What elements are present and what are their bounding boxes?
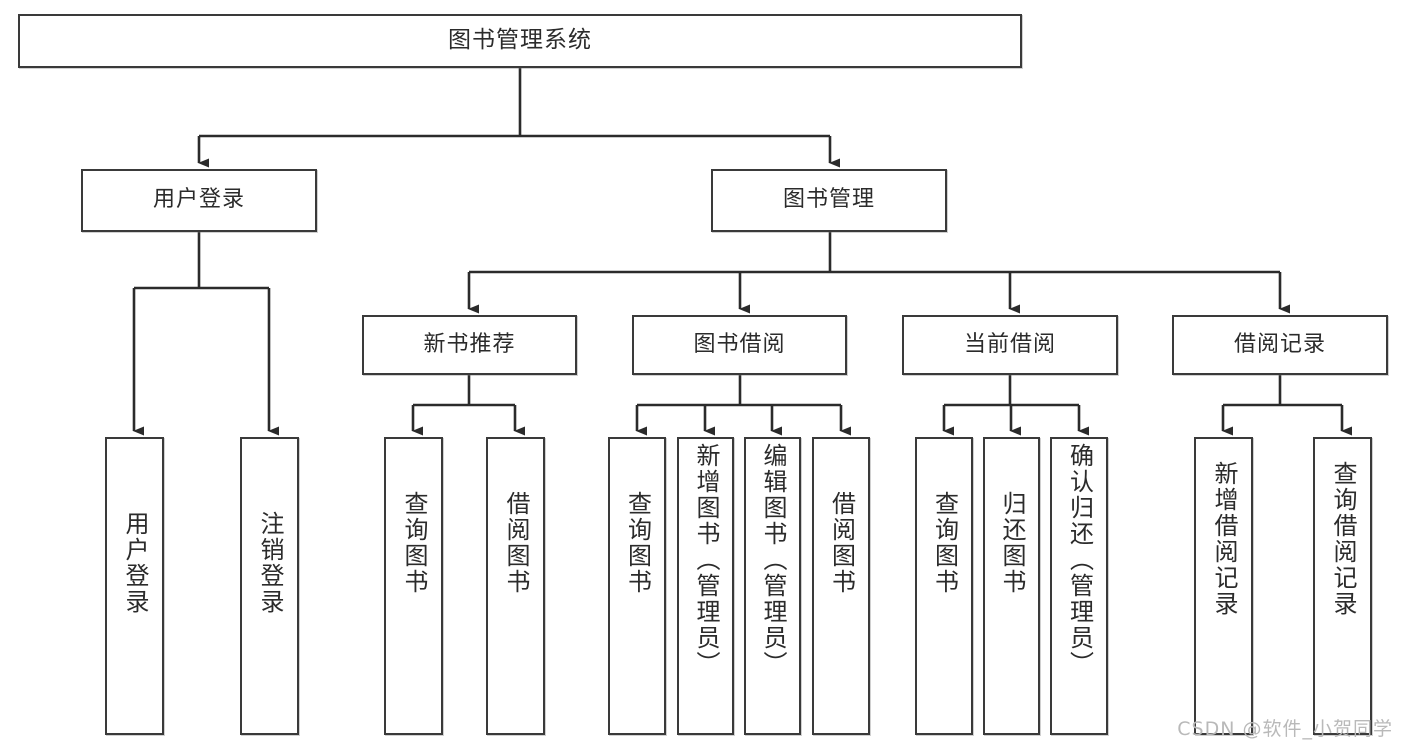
watermark-text: CSDN @软件_小贺同学 [1177, 718, 1393, 740]
leaf-edit-book-admin[interactable]: 编辑图书（管理员） [744, 437, 801, 735]
node-label: 查询图书 [930, 491, 959, 595]
leaf-query-book-cb[interactable]: 查询图书 [915, 437, 973, 735]
node-label: 查询图书 [623, 491, 652, 595]
node-label: 图书管理 [782, 187, 875, 213]
node-label: 查询图书 [399, 491, 428, 595]
leaf-add-book-admin[interactable]: 新增图书（管理员） [677, 437, 734, 735]
node-label: 新增图书（管理员） [691, 443, 720, 677]
node-label: 借阅图书 [501, 491, 530, 595]
node-borrow-record[interactable]: 借阅记录 [1172, 315, 1388, 375]
leaf-add-borrow-record[interactable]: 新增借阅记录 [1194, 437, 1253, 735]
leaf-borrow-book-nb[interactable]: 借阅图书 [486, 437, 545, 735]
node-user-login[interactable]: 用户登录 [81, 169, 317, 232]
node-root-book-management-system[interactable]: 图书管理系统 [18, 14, 1022, 68]
node-label: 图书借阅 [693, 331, 786, 357]
node-book-management[interactable]: 图书管理 [711, 169, 947, 232]
node-label: 注销登录 [255, 511, 284, 615]
leaf-logout[interactable]: 注销登录 [240, 437, 299, 735]
node-book-borrow[interactable]: 图书借阅 [632, 315, 847, 375]
leaf-return-book[interactable]: 归还图书 [983, 437, 1040, 735]
node-label: 用户登录 [120, 511, 149, 615]
leaf-confirm-return-admin[interactable]: 确认归还（管理员） [1050, 437, 1108, 735]
node-label: 用户登录 [152, 187, 245, 213]
leaf-query-borrow-record[interactable]: 查询借阅记录 [1313, 437, 1372, 735]
node-label: 查询借阅记录 [1328, 461, 1357, 617]
node-label: 新增借阅记录 [1209, 461, 1238, 617]
leaf-borrow-book-bb[interactable]: 借阅图书 [812, 437, 870, 735]
node-label: 编辑图书（管理员） [758, 443, 787, 677]
leaf-query-book-nb[interactable]: 查询图书 [384, 437, 443, 735]
leaf-query-book-bb[interactable]: 查询图书 [608, 437, 666, 735]
node-label: 当前借阅 [963, 331, 1056, 357]
leaf-user-login[interactable]: 用户登录 [105, 437, 164, 735]
node-label: 图书管理系统 [448, 27, 592, 54]
node-label: 借阅记录 [1233, 331, 1326, 357]
node-current-borrow[interactable]: 当前借阅 [902, 315, 1118, 375]
node-label: 新书推荐 [423, 331, 516, 357]
node-label: 确认归还（管理员） [1065, 443, 1094, 677]
node-new-book-recommend[interactable]: 新书推荐 [362, 315, 577, 375]
node-label: 归还图书 [997, 491, 1026, 595]
node-label: 借阅图书 [827, 491, 856, 595]
